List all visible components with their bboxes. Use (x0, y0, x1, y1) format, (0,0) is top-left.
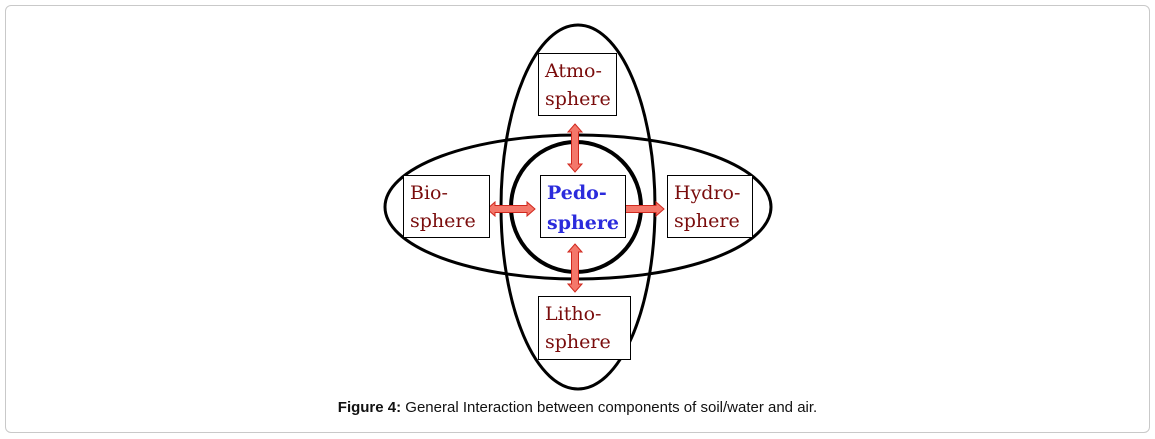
arrow-pedosphere-lithosphere (567, 243, 583, 293)
biosphere-label-line2: sphere (410, 210, 476, 232)
hydrosphere-label-line1: Hydro- (674, 182, 741, 204)
lithosphere-label-line1: Litho- (545, 303, 602, 325)
atmosphere-label-line2: sphere (545, 88, 611, 110)
hydrosphere-label-line2: sphere (674, 210, 740, 232)
pedosphere-label-line1: Pedo- (547, 182, 607, 204)
hydrosphere-box: Hydro- sphere (667, 175, 753, 238)
pedosphere-box: Pedo- sphere (540, 175, 626, 238)
figure-caption-text: General Interaction between components o… (405, 399, 818, 416)
pedosphere-label-line2: sphere (547, 212, 619, 234)
biosphere-label-line1: Bio- (410, 182, 448, 204)
atmosphere-label-line1: Atmo- (545, 60, 602, 82)
biosphere-box: Bio- sphere (403, 175, 490, 238)
arrow-atmosphere-pedosphere (567, 123, 583, 173)
lithosphere-label-line2: sphere (545, 331, 611, 353)
atmosphere-box: Atmo- sphere (538, 53, 617, 116)
lithosphere-box: Litho- sphere (538, 296, 631, 360)
figure-caption: Figure 4: General Interaction between co… (0, 399, 1155, 416)
figure-caption-label: Figure 4: (337, 399, 402, 416)
